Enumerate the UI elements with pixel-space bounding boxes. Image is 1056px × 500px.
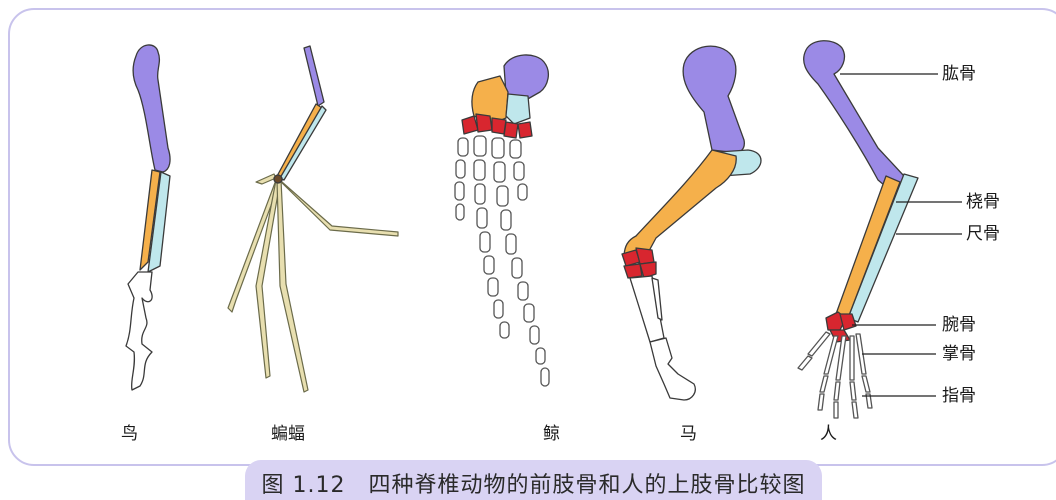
bat-ulna — [280, 106, 326, 180]
bird-forelimb — [126, 45, 170, 390]
label-ulna: 尺骨 — [966, 224, 1000, 244]
bat-forelimb — [228, 46, 398, 392]
bat-digit-3 — [277, 180, 308, 392]
human-humerus — [804, 41, 905, 191]
label-radius: 桡骨 — [966, 192, 1000, 212]
whale-humerus — [504, 55, 548, 100]
horse-radius — [624, 150, 736, 264]
label-whale: 鲸 — [543, 424, 560, 444]
horse-phalanges — [650, 338, 695, 400]
bird-digits — [126, 272, 152, 390]
label-bird: 鸟 — [121, 424, 138, 444]
bat-digit-1 — [228, 180, 279, 312]
horse-humerus — [683, 46, 744, 153]
figure-caption: 图 1.12 四种脊椎动物的前肢骨和人的上肢骨比较图 — [245, 467, 822, 499]
bird-humerus — [133, 45, 170, 172]
label-metacarpals: 掌骨 — [942, 344, 976, 364]
whale-phalanges — [455, 136, 549, 386]
forelimb-comparison-figure — [0, 0, 1056, 481]
horse-forelimb — [622, 46, 761, 400]
caption-box: 图 1.12 四种脊椎动物的前肢骨和人的上肢骨比较图 — [245, 460, 822, 500]
label-humerus: 肱骨 — [942, 64, 976, 84]
bat-radius — [276, 104, 322, 182]
human-forelimb — [798, 41, 918, 418]
label-horse: 马 — [680, 424, 697, 444]
whale-ulna — [506, 94, 530, 124]
bat-humerus — [304, 46, 324, 106]
label-bat: 蝙蝠 — [271, 424, 305, 444]
bat-carpals — [274, 175, 282, 183]
label-phalanges: 指骨 — [942, 386, 976, 406]
label-carpals: 腕骨 — [942, 315, 976, 335]
bat-thumb — [256, 174, 276, 184]
label-human: 人 — [820, 424, 837, 444]
human-phalanges — [798, 332, 872, 418]
whale-forelimb — [455, 55, 549, 386]
bat-digit-4 — [278, 179, 398, 236]
